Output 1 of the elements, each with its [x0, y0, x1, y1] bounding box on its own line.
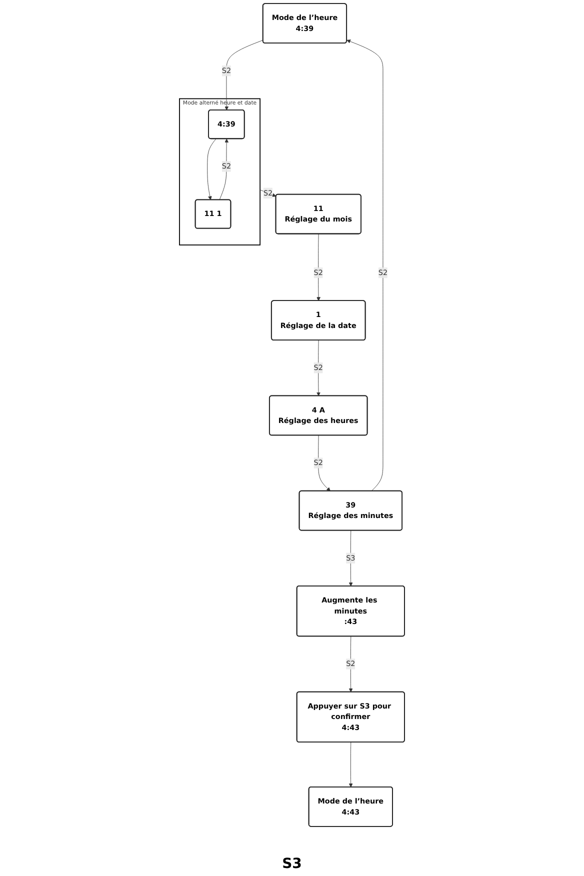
key-label: S3: [282, 856, 302, 872]
